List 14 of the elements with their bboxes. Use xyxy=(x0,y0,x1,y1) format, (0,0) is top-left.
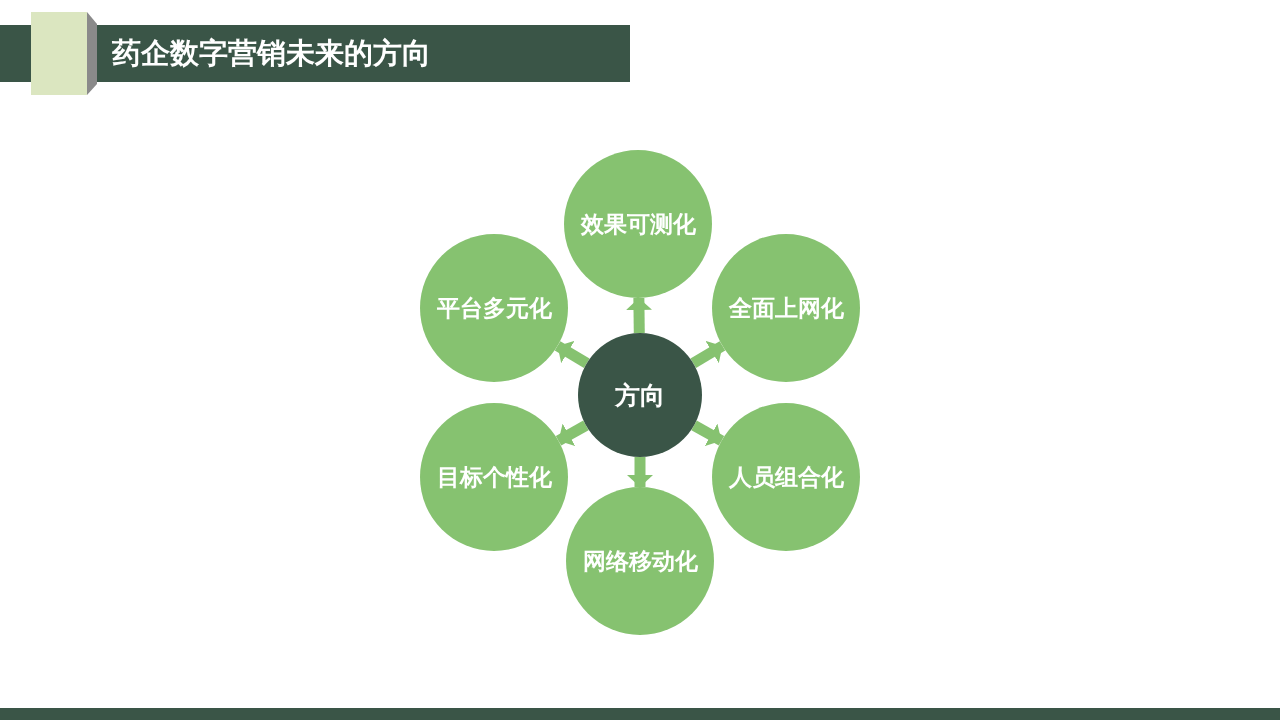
arrow xyxy=(626,297,652,334)
topic-circle: 网络移动化 xyxy=(566,487,714,635)
arrow xyxy=(690,340,726,368)
center-circle: 方向 xyxy=(578,333,702,457)
arrow xyxy=(627,457,653,487)
arrow xyxy=(691,420,725,447)
topic-circle: 目标个性化 xyxy=(420,403,568,551)
arrow xyxy=(554,340,590,368)
topic-circle: 平台多元化 xyxy=(420,234,568,382)
topic-circle: 人员组合化 xyxy=(712,403,860,551)
topic-circle: 全面上网化 xyxy=(712,234,860,382)
title-text: 药企数字营销未来的方向 xyxy=(112,35,431,72)
topic-circle: 效果可测化 xyxy=(564,150,712,298)
arrow xyxy=(555,420,589,447)
